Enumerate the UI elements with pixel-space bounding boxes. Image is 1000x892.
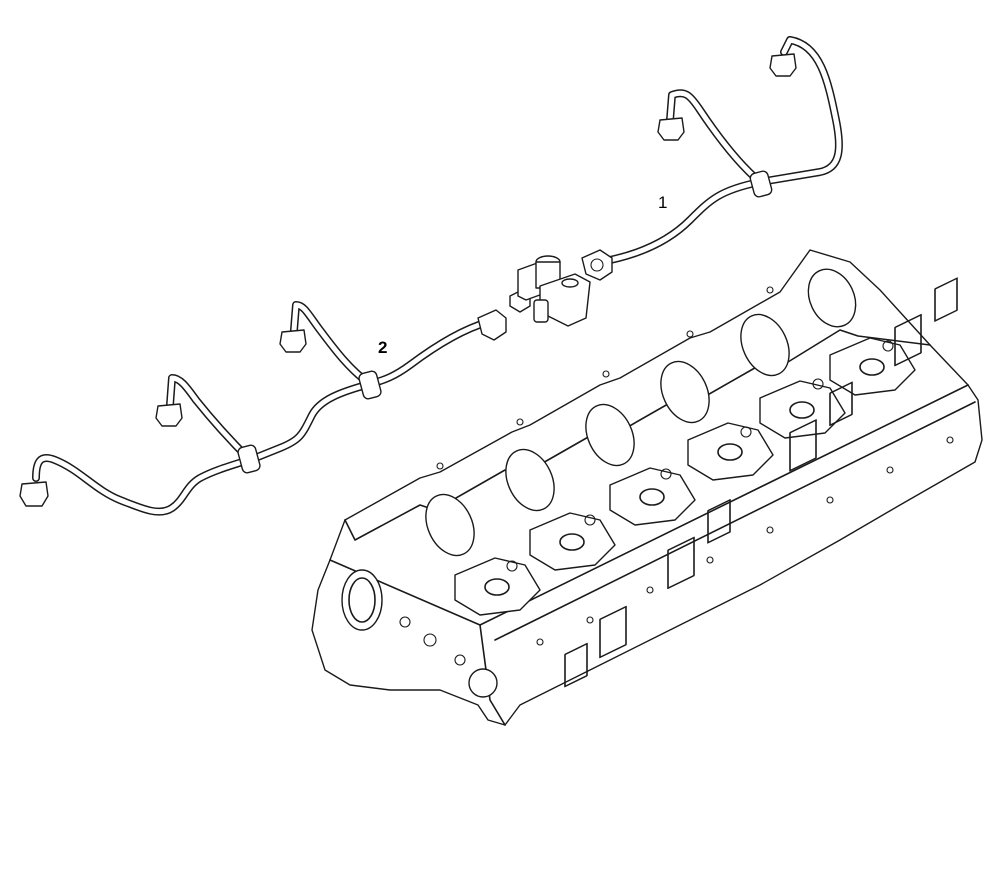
intake-ports	[564, 277, 958, 688]
injector-pads	[454, 337, 916, 616]
injection-line-2[interactable]	[19, 301, 507, 516]
injection-line-1[interactable]	[581, 36, 843, 281]
pipe-union-block[interactable]	[509, 255, 591, 327]
bolt-holes	[436, 286, 954, 646]
cylinder-head	[311, 249, 983, 726]
cylinder-bore-openings	[425, 268, 857, 557]
callout-2: 2	[378, 338, 387, 357]
callout-1: 1	[658, 193, 667, 212]
